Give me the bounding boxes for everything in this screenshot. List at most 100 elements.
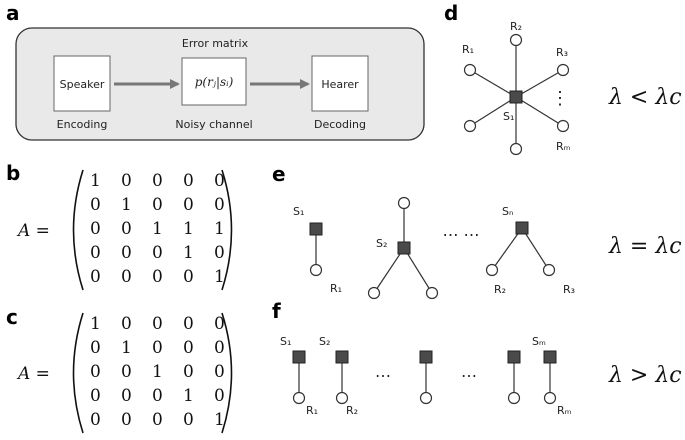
condition-d: λ < λc (608, 85, 682, 110)
matrix-entry: 1 (214, 410, 225, 430)
label-rm: Rₘ (557, 404, 572, 417)
speaker-box (53, 55, 111, 112)
matrix-b-right-paren (221, 169, 233, 291)
hearer-node (309, 263, 323, 277)
matrix-entry: 0 (121, 219, 132, 239)
matrix-entry: 0 (121, 362, 132, 382)
label-r1: R₁ (306, 404, 318, 417)
speaker-node (509, 90, 523, 104)
label-r2: R₂ (346, 404, 358, 417)
matrix-entry: 0 (183, 338, 194, 358)
hearer-node (509, 142, 523, 156)
matrix-entry: 1 (183, 386, 194, 406)
speaker-node (335, 350, 349, 364)
label-sn: Sₙ (502, 205, 513, 218)
hearer-label: Hearer (321, 78, 359, 91)
label-r2: R₂ (494, 283, 506, 296)
matrix-entry: 0 (121, 243, 132, 263)
label-rm: Rₘ (556, 140, 571, 153)
matrix-entry: 1 (214, 267, 225, 287)
matrix-entry: 0 (214, 195, 225, 215)
speaker-node (543, 350, 557, 364)
hearer-node (542, 263, 556, 277)
matrix-c-right-paren (221, 312, 233, 434)
star-graph (463, 33, 570, 156)
hearer-node (292, 391, 306, 405)
matrix-entry: 1 (214, 219, 225, 239)
hearer-node (367, 286, 381, 300)
matrix-entry: 1 (90, 314, 101, 334)
matrix-entry: 0 (121, 314, 132, 334)
label-r1: R₁ (330, 282, 342, 295)
panel-letter-d: d (444, 1, 458, 25)
matrix-b-lhs: A = (16, 221, 50, 241)
matrix-entry: 0 (183, 171, 194, 191)
matrix-entry: 0 (152, 338, 163, 358)
matrix-c-left-paren (72, 312, 84, 434)
matrix-entry: 1 (183, 243, 194, 263)
channel-formula: p(rⱼ|sᵢ) (195, 75, 234, 89)
label-s1: S₁ (280, 335, 291, 348)
matrix-entry: 0 (214, 362, 225, 382)
matching-graph (292, 350, 557, 405)
matrix-entry: 1 (121, 195, 132, 215)
edge (373, 247, 405, 294)
vertical-dots: ⋮ (551, 88, 569, 109)
matrix-entry: 0 (183, 195, 194, 215)
hearer-node (397, 196, 411, 210)
label-s2: S₂ (376, 237, 387, 250)
matrix-c-lhs: A = (16, 364, 50, 384)
matrix-entry: 0 (152, 267, 163, 287)
hearer-node (425, 286, 439, 300)
speaker-node (419, 350, 433, 364)
matrix-entry: 1 (152, 362, 163, 382)
edge (403, 247, 433, 294)
condition-f: λ > λc (608, 363, 682, 388)
speaker-label: Speaker (60, 78, 105, 91)
matrix-entry: 0 (90, 243, 101, 263)
matrix-entry: 0 (183, 362, 194, 382)
hearer-node (556, 63, 570, 77)
noisy-channel-label: Noisy channel (175, 118, 252, 131)
matrix-entry: 0 (121, 410, 132, 430)
panel-letter-c: c (6, 305, 18, 329)
channel-box (181, 57, 247, 106)
hearer-node (419, 391, 433, 405)
matrix-entry: 0 (183, 314, 194, 334)
edge (521, 227, 550, 271)
hearer-node (463, 63, 477, 77)
matrix-entry: 1 (152, 219, 163, 239)
matrix-entry: 1 (183, 219, 194, 239)
matrix-entry: 0 (214, 243, 225, 263)
matrix-entry: 0 (121, 267, 132, 287)
matrix-entry: 0 (121, 386, 132, 406)
matrix-entry: 0 (152, 171, 163, 191)
label-r3: R₃ (556, 46, 568, 59)
horizontal-dots: ⋯ (375, 366, 391, 385)
matrix-entry: 0 (152, 314, 163, 334)
hearer-node (543, 391, 557, 405)
matrix-entry: 0 (152, 195, 163, 215)
panel-letter-f: f (272, 299, 281, 323)
matrix-entry: 0 (90, 386, 101, 406)
speaker-node (292, 350, 306, 364)
matrix-entry: 0 (152, 386, 163, 406)
horizontal-dots: ⋯ ⋯ (442, 225, 479, 244)
matrix-entry: 0 (90, 338, 101, 358)
error-matrix-title: Error matrix (182, 37, 249, 50)
hearer-node (509, 33, 523, 47)
edge (469, 96, 517, 127)
panel-letter-e: e (272, 162, 286, 186)
matrix-entry: 0 (90, 267, 101, 287)
label-r1: R₁ (462, 43, 474, 56)
matrix-entry: 0 (90, 195, 101, 215)
label-r3: R₃ (563, 283, 575, 296)
hearer-node (485, 263, 499, 277)
hearer-box (311, 55, 369, 112)
panel-letter-a: a (6, 1, 20, 25)
matrix-entry: 0 (214, 314, 225, 334)
panel-letter-b: b (6, 161, 20, 185)
matrix-entry: 0 (214, 171, 225, 191)
label-r2: R₂ (510, 20, 522, 33)
